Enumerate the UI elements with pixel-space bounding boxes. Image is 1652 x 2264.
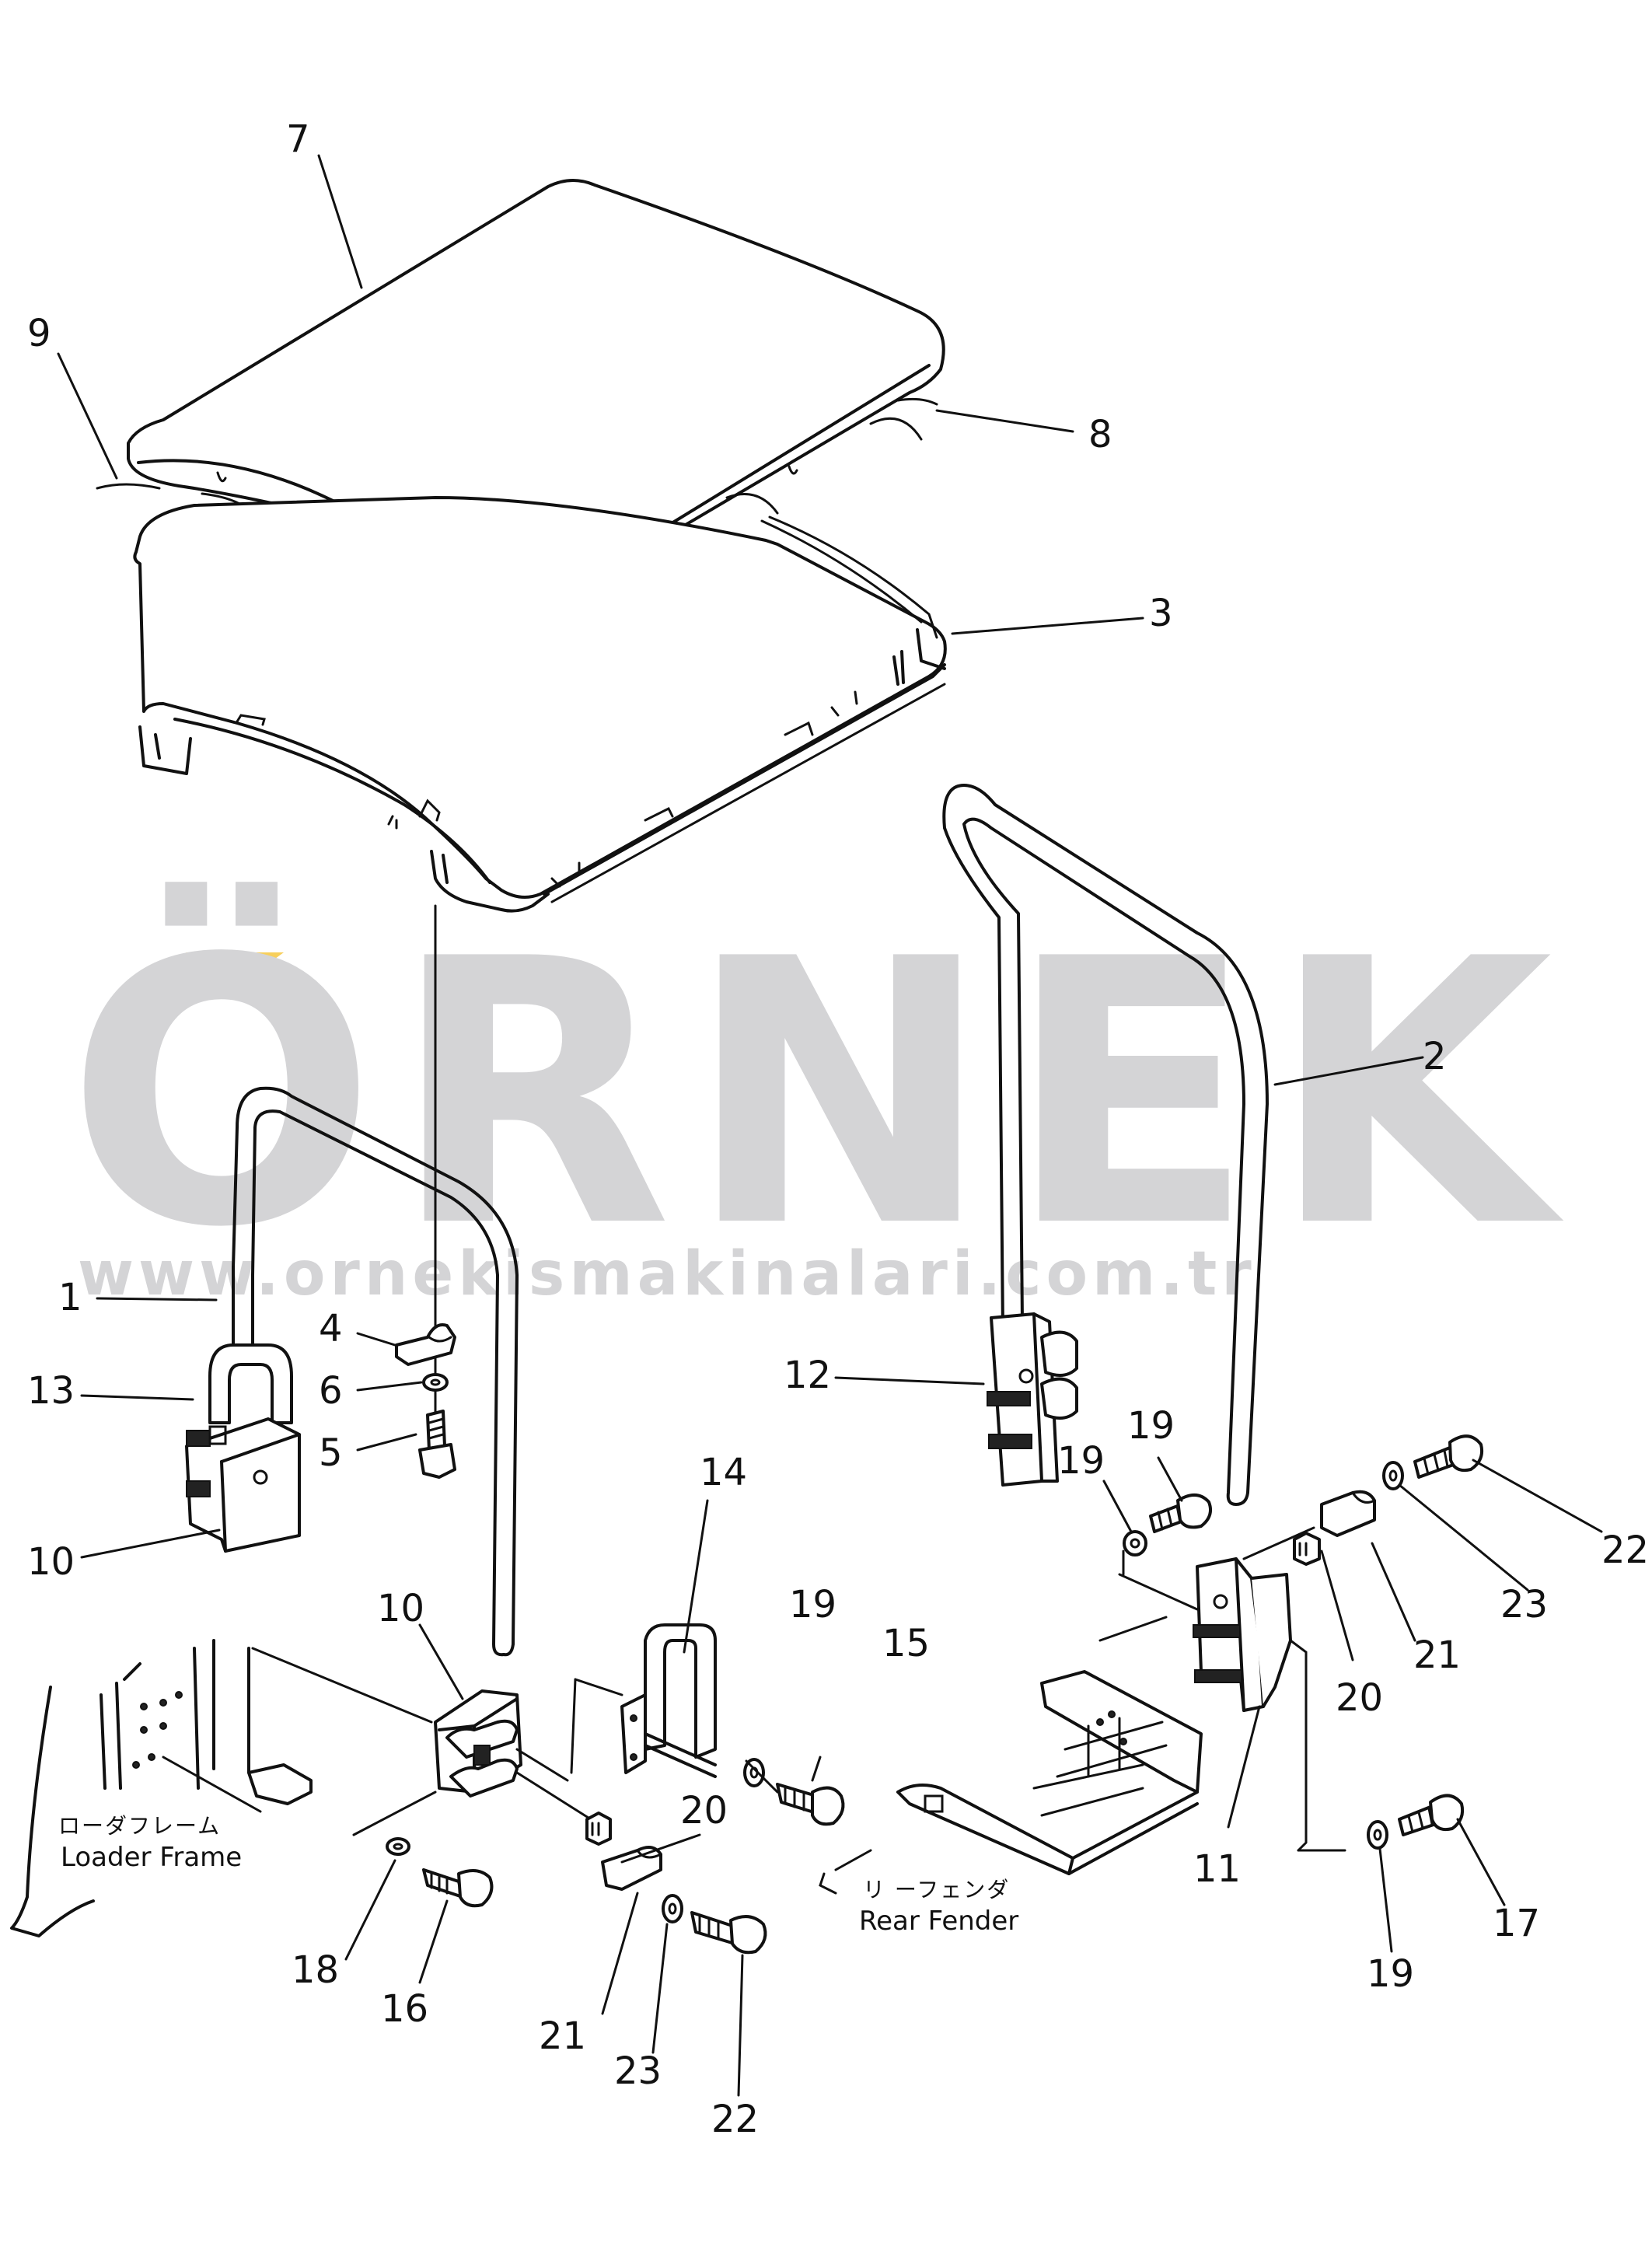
clamp-21-left <box>601 1846 662 1891</box>
bracket-11 <box>1118 1526 1346 1852</box>
washer-6 <box>422 1373 449 1392</box>
loader-frame-label: Loader Frame <box>61 1842 242 1873</box>
callout-5: 5 <box>319 1431 343 1475</box>
clamp-21-right <box>1320 1490 1376 1537</box>
callout-11: 11 <box>1193 1847 1241 1891</box>
callout-numbers: 7 9 8 3 2 1 13 4 6 5 10 10 12 14 19 19 2… <box>27 117 1649 2141</box>
lower-left-bracket <box>352 1689 592 1836</box>
callout-19c: 19 <box>789 1583 836 1626</box>
washer-23-left <box>662 1894 683 1923</box>
callout-18: 19 <box>1127 1404 1175 1448</box>
bolt-16 <box>776 1783 845 1826</box>
callout-4: 4 <box>319 1307 343 1350</box>
callout-6: 6 <box>319 1369 343 1413</box>
callout-10a: 10 <box>27 1540 75 1584</box>
callout-21a: 21 <box>1413 1633 1461 1677</box>
rear-fender-label: Rear Fender <box>859 1906 1018 1937</box>
washer-23-right <box>1382 1461 1404 1490</box>
callout-20b: 20 <box>680 1789 728 1833</box>
rear-fender <box>819 1616 1203 1895</box>
washer-19-right-upper <box>1123 1530 1147 1556</box>
bolt-5 <box>418 1410 456 1479</box>
callout-21b: 21 <box>539 2014 586 2058</box>
watermark: ÖRNEK www.ornekismakinalari.com.tr <box>66 878 1566 1309</box>
rear-fender-label-jp: リ ーフェンダ <box>863 1877 1010 1902</box>
bolt-22-left <box>690 1911 767 1955</box>
bolt-15 <box>422 1868 494 1908</box>
callout-17: 17 <box>1493 1902 1540 1945</box>
bolt-22-right <box>1413 1434 1484 1479</box>
callout-14: 13 <box>27 1369 75 1413</box>
watermark-umlaut-marks <box>144 952 284 984</box>
callout-19a: 19 <box>1057 1439 1105 1483</box>
bracket-13 <box>570 1623 717 1778</box>
spacer-20-right <box>1293 1532 1321 1566</box>
callout-2: 2 <box>1423 1035 1447 1078</box>
callout-10b: 10 <box>377 1587 424 1630</box>
callout-22a: 22 <box>1601 1529 1649 1572</box>
left-roll-bar <box>232 1086 519 1657</box>
callout-23b: 23 <box>614 2049 662 2093</box>
washer-19-mid <box>743 1758 765 1787</box>
callout-19b: 19 <box>1367 1952 1414 1996</box>
leader-lines <box>57 154 1603 2097</box>
callout-20a: 20 <box>1336 1676 1383 1720</box>
callout-12: 12 <box>784 1354 831 1397</box>
bolt-18 <box>1149 1494 1212 1533</box>
callout-13: 14 <box>700 1451 747 1494</box>
clamp-4 <box>395 1323 456 1366</box>
spacer-20-left <box>585 1812 612 1846</box>
watermark-url: www.ornekismakinalari.com.tr <box>78 1239 1256 1309</box>
callout-3: 3 <box>1149 592 1173 635</box>
washer-19-right-lower <box>1367 1820 1388 1850</box>
callout-19d: 18 <box>292 1948 339 1992</box>
callout-7: 7 <box>286 117 310 161</box>
loader-frame-label-jp: ローダフレーム <box>58 1813 221 1839</box>
right-roll-bar <box>942 784 1269 1506</box>
callout-15: 16 <box>381 1987 428 2031</box>
washer-19-left <box>386 1837 410 1856</box>
callout-16: 15 <box>882 1622 930 1665</box>
roof-frame <box>133 496 947 913</box>
callout-8: 8 <box>1088 413 1112 456</box>
callout-1: 1 <box>58 1276 82 1319</box>
callout-22b: 22 <box>711 2098 759 2141</box>
loader-frame <box>10 1639 433 1937</box>
bracket-12 <box>987 1312 1078 1487</box>
bolt-17 <box>1398 1794 1465 1836</box>
left-bracket-assembly <box>185 1343 301 1553</box>
diagram-labels: ローダフレーム Loader Frame リ ーフェンダ Rear Fender <box>58 1813 1018 1937</box>
callout-9: 9 <box>27 312 51 355</box>
callout-23a: 23 <box>1500 1583 1548 1626</box>
watermark-logo: ÖRNEK <box>66 878 1566 1307</box>
